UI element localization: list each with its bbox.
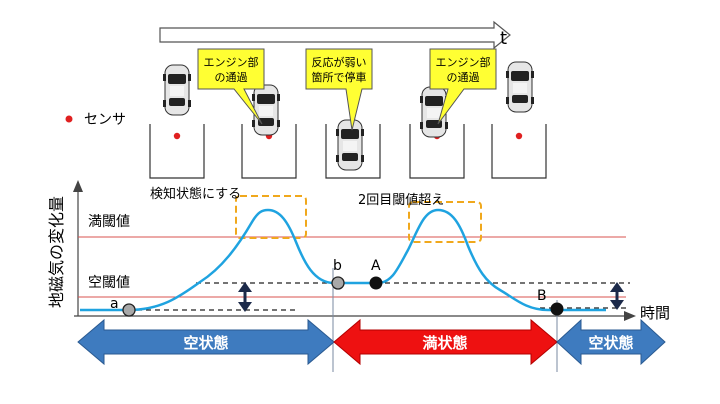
callout-line: の通過: [215, 71, 248, 84]
callout-engine-pass-1: エンジン部 の通過: [197, 48, 265, 125]
full-threshold-label: 満閾値: [88, 214, 130, 230]
sensor-dot: [515, 132, 523, 140]
graph-ylabel: 地磁気の変化量: [47, 196, 66, 308]
callout-engine-pass-2: エンジン部 の通過: [429, 48, 497, 125]
peak-box-1: [235, 195, 307, 239]
callout-line: の通過: [447, 71, 480, 84]
point-B: B: [537, 288, 564, 316]
car-icon: [162, 64, 192, 116]
state-full-arrow: 満状態: [333, 318, 558, 366]
empty-threshold-label: 空閾値: [88, 275, 130, 291]
sensor-legend: センサ: [65, 112, 126, 128]
time-arrow: t: [159, 20, 511, 50]
car-icon: [335, 119, 365, 171]
parking-bays: [149, 124, 547, 179]
threshold-lines: 満閾値 空閾値: [78, 214, 626, 298]
graph-xlabel: 時間: [640, 304, 670, 322]
state-empty-arrow-2: 空状態: [556, 318, 666, 366]
sensor-dot: [173, 132, 181, 140]
state-empty-label: 空状態: [183, 334, 228, 352]
sensor-legend-dot: [65, 115, 73, 123]
point-A-label: A: [371, 258, 381, 274]
graph-axes: 地磁気の変化量 時間: [47, 180, 670, 322]
state-empty-arrow-1: 空状態: [77, 318, 335, 366]
point-A: A: [369, 258, 383, 290]
parking-bay: [149, 124, 205, 179]
callout-line: 箇所で停車: [312, 70, 367, 84]
point-a-label: a: [110, 296, 119, 312]
state-empty-label: 空状態: [588, 334, 633, 352]
peak-box-2: [408, 201, 482, 243]
parking-bay: [491, 124, 547, 179]
callout-weak-stop: 反応が弱い 箇所で停車: [305, 48, 373, 131]
point-b-label: b: [333, 258, 342, 274]
state-full-label: 満状態: [422, 334, 467, 352]
point-B-label: B: [537, 288, 547, 304]
annotation-detect: 検知状態にする: [150, 186, 241, 202]
car-icon: [251, 84, 281, 136]
peak-highlight-boxes: [235, 195, 482, 243]
callout-line: 反応が弱い: [312, 55, 367, 69]
callout-line: エンジン部: [436, 55, 491, 69]
sensor-legend-label: センサ: [84, 112, 126, 128]
time-axis-label: t: [500, 28, 507, 49]
reference-dashes: [92, 282, 630, 311]
annotation-second: 2回目閾値超え: [358, 192, 444, 208]
callout-line: エンジン部: [204, 55, 259, 69]
point-a: a: [110, 296, 136, 317]
signal-curve: [80, 208, 606, 312]
point-b: b: [331, 258, 345, 290]
double-arrow: [610, 282, 624, 310]
car-icon: [505, 61, 535, 113]
double-arrow: [238, 282, 252, 312]
